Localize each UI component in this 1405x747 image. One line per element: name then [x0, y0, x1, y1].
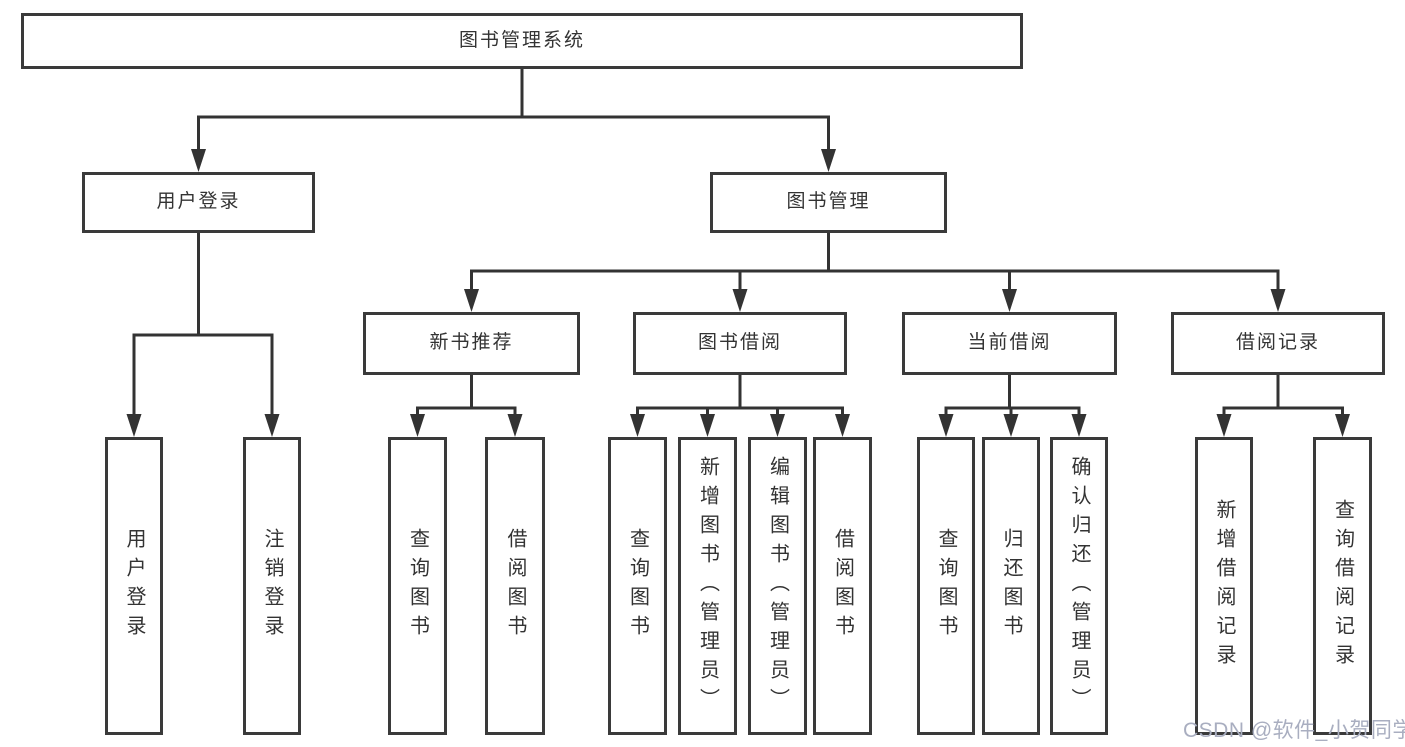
- node-leaf-logout: 注销登录: [243, 437, 301, 735]
- node-new-book-recommend: 新书推荐: [363, 312, 580, 375]
- csdn-watermark: CSDN @软件_小贺同学: [1183, 719, 1405, 742]
- node-root: 图书管理系统: [21, 13, 1023, 69]
- node-leaf-query-books-borrowing: 查询图书: [608, 437, 667, 735]
- node-borrowing-records: 借阅记录: [1171, 312, 1385, 375]
- node-leaf-query-books-recommend: 查询图书: [388, 437, 447, 735]
- node-leaf-user-login: 用户登录: [105, 437, 163, 735]
- node-leaf-return-books: 归还图书: [982, 437, 1040, 735]
- node-leaf-add-books-admin: 新增图书（管理员）: [678, 437, 737, 735]
- node-leaf-add-borrow-record: 新增借阅记录: [1195, 437, 1253, 735]
- node-current-borrowing: 当前借阅: [902, 312, 1117, 375]
- node-book-borrowing: 图书借阅: [633, 312, 847, 375]
- node-leaf-borrow-books-borrowing: 借阅图书: [813, 437, 872, 735]
- node-book-management: 图书管理: [710, 172, 947, 233]
- node-leaf-query-books-current: 查询图书: [917, 437, 975, 735]
- node-leaf-query-borrow-record: 查询借阅记录: [1313, 437, 1372, 735]
- node-leaf-edit-books-admin: 编辑图书（管理员）: [748, 437, 807, 735]
- node-leaf-confirm-return-admin: 确认归还（管理员）: [1050, 437, 1108, 735]
- node-user-login-branch: 用户登录: [82, 172, 315, 233]
- node-leaf-borrow-books-recommend: 借阅图书: [485, 437, 545, 735]
